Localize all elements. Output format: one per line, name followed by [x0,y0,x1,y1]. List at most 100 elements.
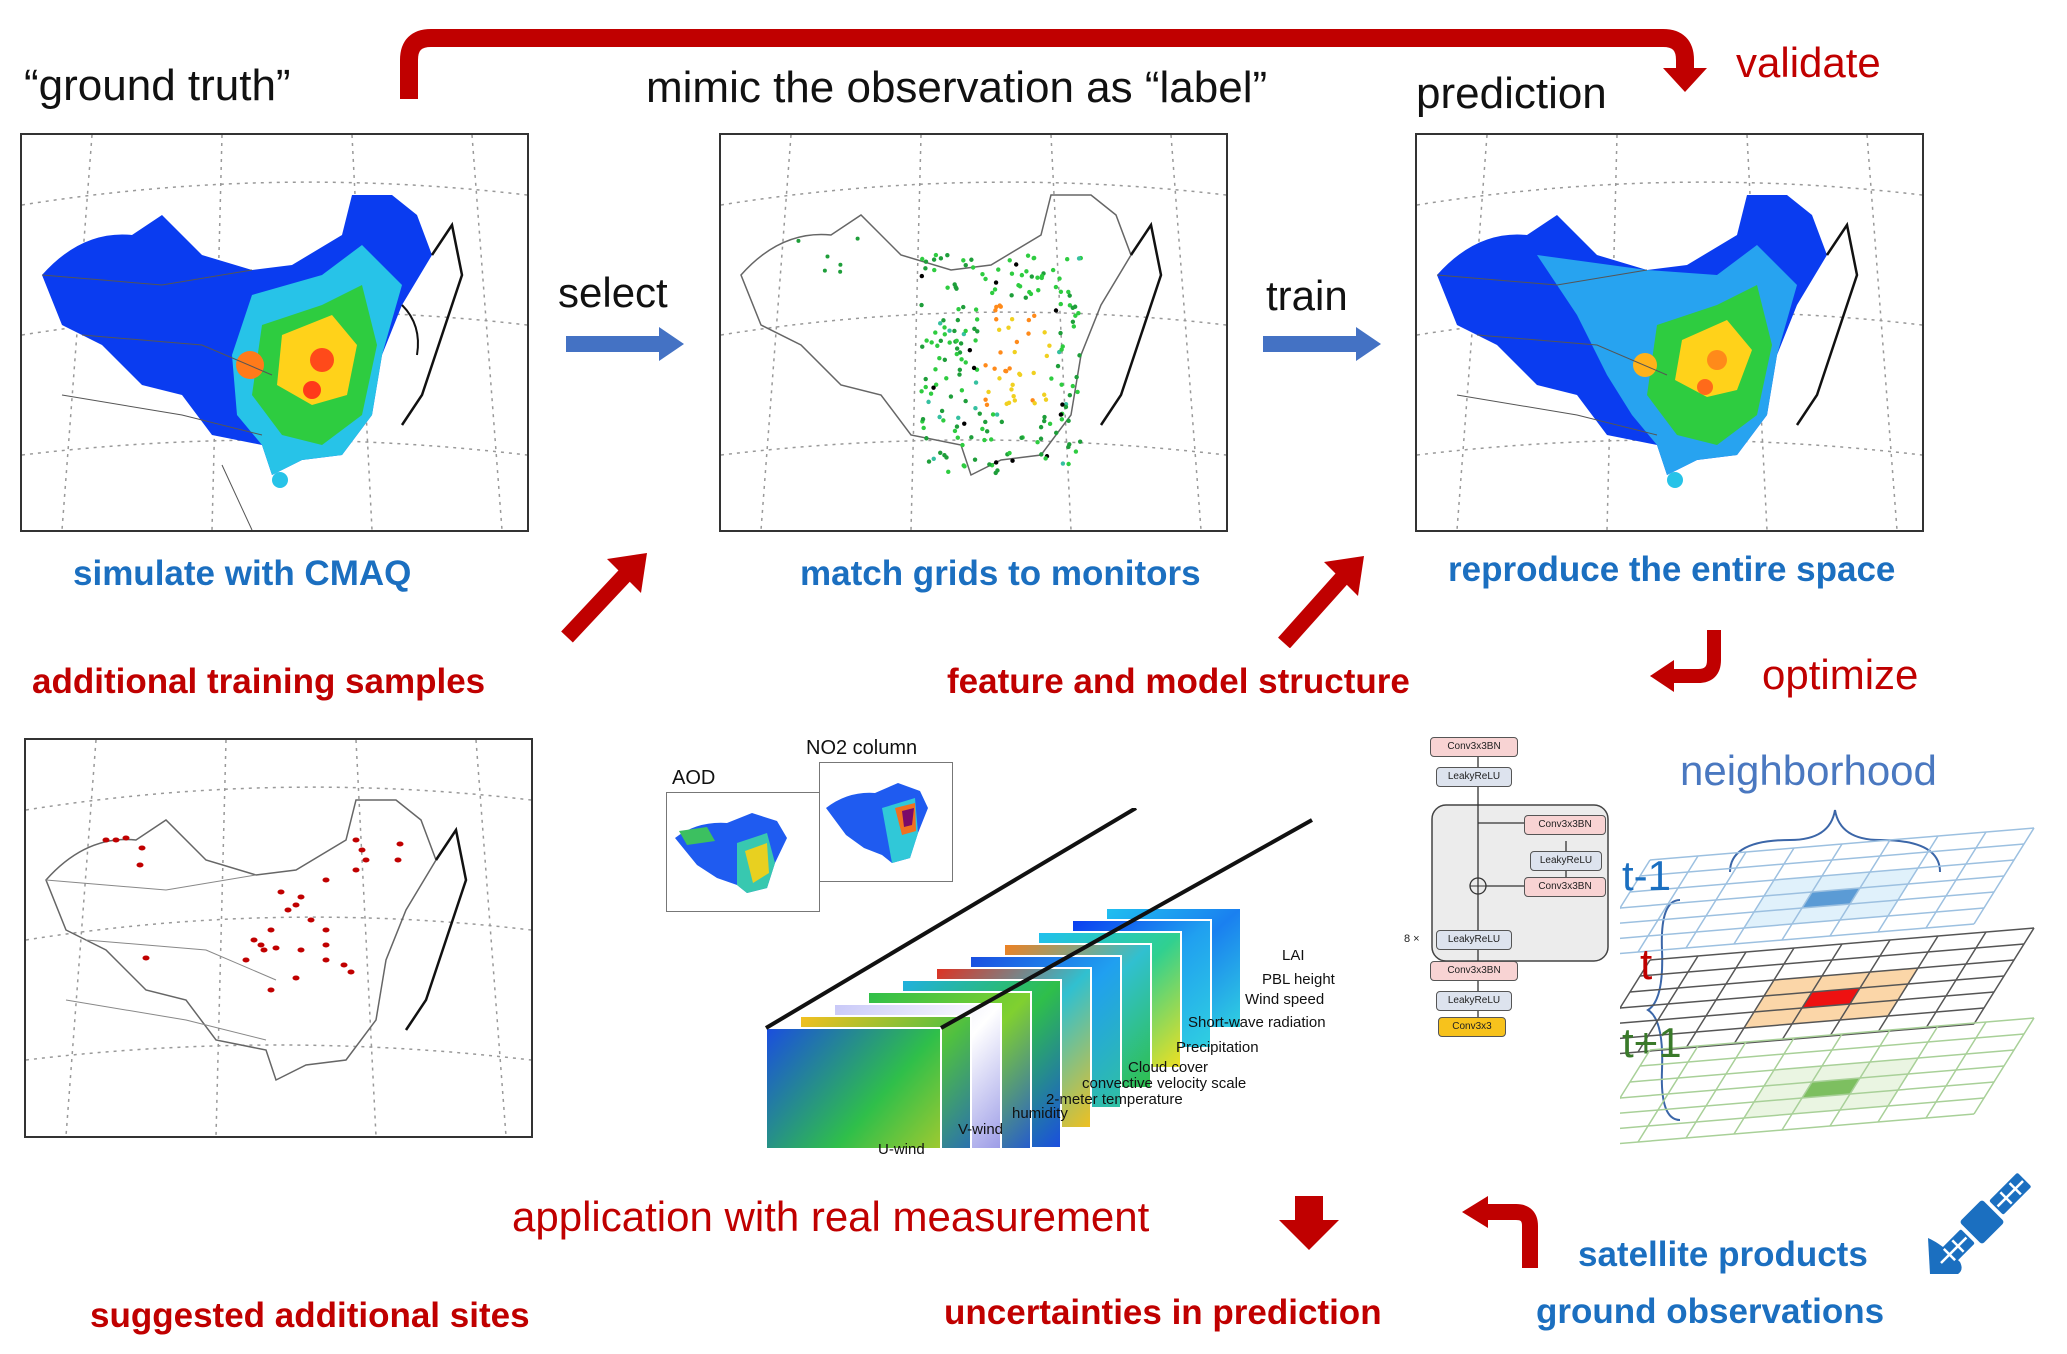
monitor-dot [1032,401,1037,406]
monitor-dot [994,304,999,310]
grid-cell [1840,1000,1898,1020]
suggested-site-dot [322,942,330,948]
suggested-site-dot [322,927,330,933]
monitor-dot [973,405,978,411]
monitor-dot [1011,393,1016,399]
monitor-dot [933,330,938,335]
optimize-label: optimize [1762,651,1919,698]
monitor-dot [959,388,965,393]
monitor-dot [935,343,940,348]
time-layer-grid [1620,927,2035,1055]
grid-cell [1754,1082,1812,1102]
monitor-dot [994,412,1000,417]
cnn-relu-bottom: LeakyReLU [1436,991,1512,1011]
suggested-site-dot [250,937,258,943]
down-arrow-icon [1279,1196,1339,1250]
monitor-dot [1059,382,1064,387]
feature-layer-label: Short-wave radiation [1188,1014,1326,1031]
neighborhood-brace [1729,809,1941,873]
suggested-site-dot [347,969,355,975]
monitor-dot [990,412,996,417]
grid-cell [1850,984,1908,1004]
time-layer-grid [1620,1017,2035,1145]
monitor-dot [1049,376,1054,381]
suggested-site-dot [138,845,146,851]
suggested-site-dot [352,867,360,873]
application-label: application with real measurement [512,1193,1150,1240]
grid-cell [1764,876,1822,896]
monitor-dot [1077,439,1083,444]
feature-layer-label: humidity [1012,1105,1068,1122]
monitor-dot [1026,331,1031,336]
feature-structure-arrow-icon [1278,556,1364,648]
monitor-dot [956,415,961,420]
monitor-dot [942,452,947,458]
feature-layer-label: Cloud cover [1128,1059,1209,1076]
monitor-dot [963,263,968,268]
monitor-dot [822,268,827,273]
monitor-dot [1043,456,1048,461]
suggested-site-dot [292,975,300,981]
reproduce-caption: reproduce the entire space [1448,550,1896,589]
monitor-dot [938,256,944,261]
monitor-dot [957,372,962,377]
feature-layer-stack [764,808,1313,1148]
monitor-dot [972,326,977,332]
monitor-dot [1064,257,1070,262]
grid-cell [1802,988,1860,1008]
monitor-dot [990,290,995,296]
satellite-products-caption: satellite products [1578,1235,1868,1274]
monitor-dot [983,363,988,368]
monitor-dot [1042,392,1047,397]
monitor-dot [937,321,943,326]
monitor-dot [1007,258,1012,263]
monitor-dot [1050,267,1056,273]
monitor-dot [933,367,938,372]
monitor-dot [1013,262,1019,267]
monitor-dot [1016,283,1021,288]
grid-cell [1840,900,1898,920]
monitor-dot [1028,291,1034,297]
t-plus-1-label: t+1 [1622,1019,1682,1066]
suggested-site-dot [136,862,144,868]
monitor-dot [1047,421,1053,427]
monitor-dot [1044,353,1050,359]
monitor-dot [1067,392,1073,398]
monitor-dot [967,347,973,353]
monitor-dot [1031,256,1036,261]
grid-cell [1802,1078,1860,1098]
cnn-block-relu: LeakyReLU [1530,851,1602,871]
monitor-dot [1012,398,1018,403]
monitor-dot [1019,272,1025,278]
monitor-dot [919,389,924,394]
suggested-site-dot [292,902,300,908]
feature-layer-label: PBL height [1262,971,1335,988]
monitor-dot [996,267,1001,272]
suggested-site-dot [307,917,315,923]
match-caption: match grids to monitors [800,554,1201,593]
monitor-dot [924,338,929,343]
grid-cell [1812,972,1870,992]
grid-cell [1812,1062,1870,1082]
monitor-dot [923,376,928,382]
monitor-dot [1009,387,1014,392]
monitor-dot [919,273,925,279]
monitor-dot [1067,293,1072,298]
suggested-site-dot [122,835,130,841]
monitor-dot [942,332,947,337]
select-arrow-icon [566,327,684,361]
monitor-dot [1010,382,1015,388]
monitor-dot [855,236,860,241]
suggested-site-dot [260,947,268,953]
monitor-dot [973,307,979,312]
monitor-dot [920,256,925,262]
monitor-dot [1025,253,1031,258]
suggested-site-dot [242,957,250,963]
aod-inset-map [666,792,820,912]
monitor-dot [992,366,997,371]
no2-inset-map [819,762,953,882]
neighborhood-label: neighborhood [1680,747,1937,794]
suggested-site-dot [277,889,285,895]
feature-layer-label: Wind speed [1245,991,1325,1008]
monitor-dot [971,365,977,371]
